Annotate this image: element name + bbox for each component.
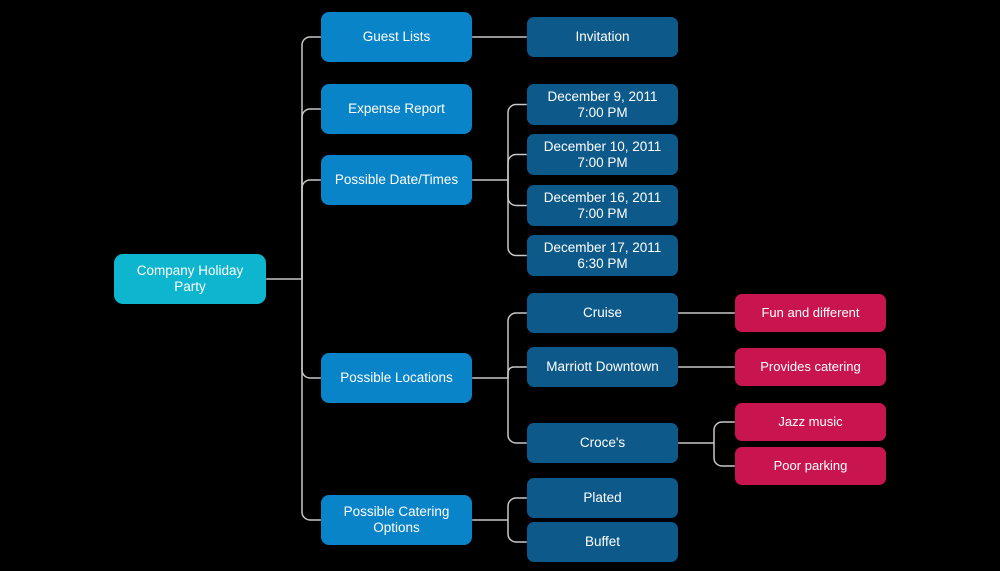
connector-line [713, 421, 735, 443]
node-label: Possible Catering Options [343, 504, 450, 535]
node-jazz[interactable]: Jazz music [735, 403, 886, 441]
node-label: Company Holiday Party [136, 263, 244, 294]
node-label: Fun and different [761, 305, 860, 321]
connector-line [507, 180, 527, 207]
node-date1[interactable]: December 9, 2011 7:00 PM [527, 84, 678, 125]
node-date4[interactable]: December 17, 2011 6:30 PM [527, 235, 678, 276]
node-label: Expense Report [348, 101, 445, 117]
node-date2[interactable]: December 10, 2011 7:00 PM [527, 134, 678, 175]
node-label: Cruise [582, 305, 622, 321]
connector-line [507, 103, 527, 180]
node-dates[interactable]: Possible Date/Times [321, 155, 472, 205]
node-marriott[interactable]: Marriott Downtown [527, 347, 678, 387]
connector-line [713, 443, 735, 467]
connector-line [507, 153, 527, 180]
node-guests[interactable]: Guest Lists [321, 12, 472, 62]
node-label: Croce's [579, 435, 626, 451]
node-fun[interactable]: Fun and different [735, 294, 886, 332]
node-label: Jazz music [778, 414, 843, 430]
connector-line [301, 179, 321, 279]
node-label: Invitation [575, 29, 630, 45]
connector-line [507, 312, 527, 378]
node-label: Provides catering [760, 359, 861, 375]
node-label: Possible Locations [340, 370, 453, 386]
node-label: Buffet [584, 534, 621, 550]
node-locations[interactable]: Possible Locations [321, 353, 472, 403]
connector-line [301, 279, 321, 379]
node-catering[interactable]: Possible Catering Options [321, 495, 472, 545]
node-root[interactable]: Company Holiday Party [114, 254, 266, 304]
connector-line [301, 108, 321, 279]
connector-line [507, 520, 527, 543]
connector-line [301, 279, 321, 521]
node-label: Poor parking [773, 458, 848, 474]
connector-line [507, 180, 527, 257]
node-provides[interactable]: Provides catering [735, 348, 886, 386]
node-plated[interactable]: Plated [527, 478, 678, 518]
connector-line [507, 378, 527, 444]
connector-line [507, 497, 527, 520]
node-label: December 9, 2011 7:00 PM [547, 88, 658, 120]
node-label: Guest Lists [362, 29, 431, 45]
node-parking[interactable]: Poor parking [735, 447, 886, 485]
node-date3[interactable]: December 16, 2011 7:00 PM [527, 185, 678, 226]
node-invitation[interactable]: Invitation [527, 17, 678, 57]
node-label: Plated [583, 490, 622, 506]
node-label: Possible Date/Times [334, 172, 459, 188]
connector-line [507, 366, 527, 378]
connector-line [301, 36, 321, 279]
node-croces[interactable]: Croce's [527, 423, 678, 463]
node-cruise[interactable]: Cruise [527, 293, 678, 333]
node-label: December 10, 2011 7:00 PM [543, 138, 662, 170]
node-label: December 17, 2011 6:30 PM [543, 239, 662, 271]
node-label: December 16, 2011 7:00 PM [543, 189, 662, 221]
node-buffet[interactable]: Buffet [527, 522, 678, 562]
node-expense[interactable]: Expense Report [321, 84, 472, 134]
node-label: Marriott Downtown [546, 359, 659, 375]
